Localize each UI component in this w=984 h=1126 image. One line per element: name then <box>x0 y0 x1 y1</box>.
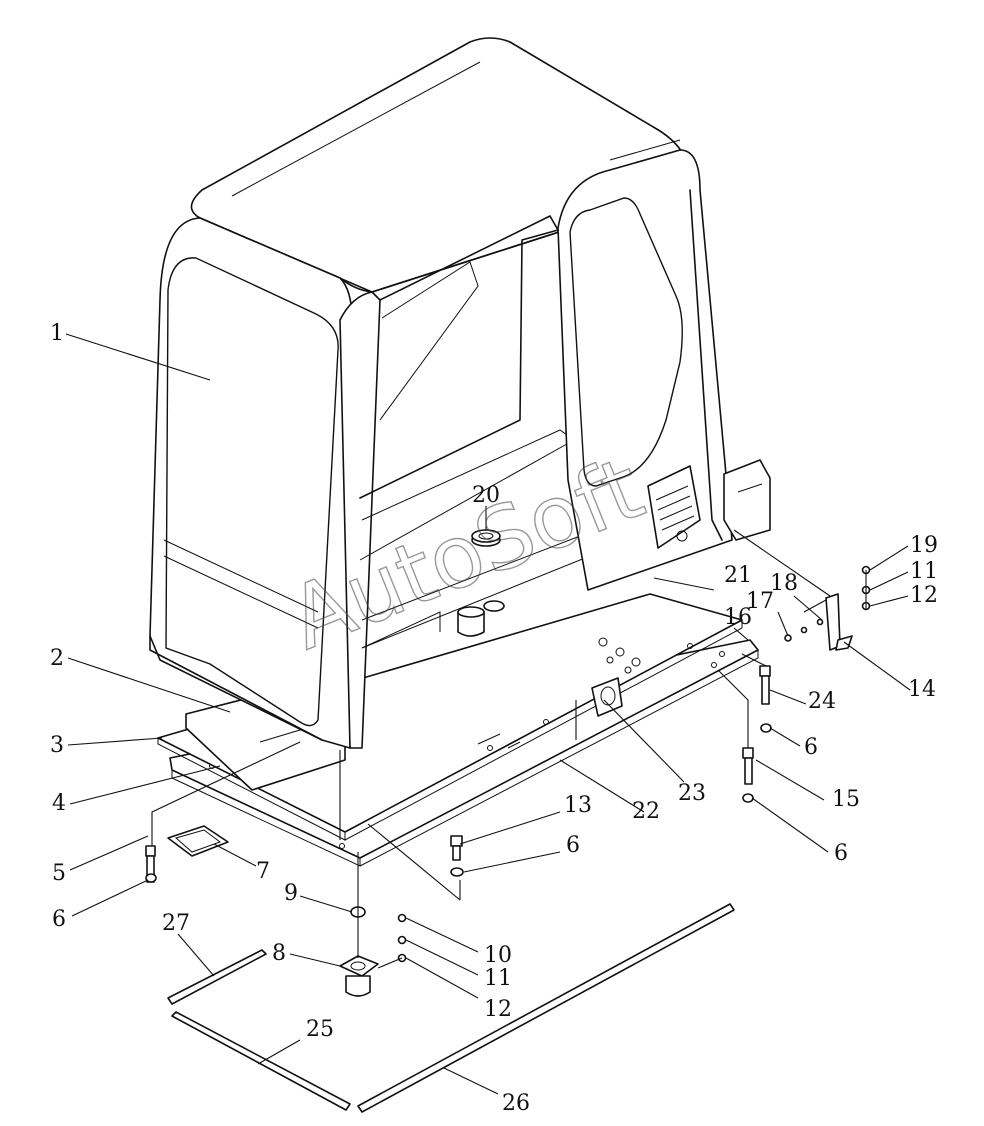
bracket-14 <box>825 593 853 651</box>
callout-labels: 1 2 3 4 5 6 7 8 9 10 11 12 13 6 22 23 15… <box>50 321 938 1116</box>
callout-21: 21 <box>724 563 752 588</box>
callout-17: 17 <box>746 589 774 614</box>
callout-24: 24 <box>808 689 836 714</box>
bracket-23 <box>591 677 623 717</box>
callout-22: 22 <box>632 799 660 824</box>
callout-1: 1 <box>50 321 64 346</box>
assembly-lines <box>151 529 867 969</box>
callout-16: 16 <box>724 605 752 630</box>
callout-15: 15 <box>832 787 860 812</box>
callout-18: 18 <box>770 571 798 596</box>
callout-11: 11 <box>484 966 512 991</box>
damper-8 <box>339 955 379 997</box>
screw-stack-10-11-12 <box>397 913 407 963</box>
callout-5: 5 <box>52 861 66 886</box>
seal-strip-27 <box>167 949 267 1005</box>
callout-6: 6 <box>52 907 66 932</box>
cover-plate-7 <box>167 825 229 857</box>
cab-body-1 <box>149 37 771 749</box>
callout-25: 25 <box>306 1017 334 1042</box>
callout-12: 12 <box>910 583 938 608</box>
callout-13: 13 <box>564 793 592 818</box>
callout-3: 3 <box>50 733 64 758</box>
leader-lines <box>65 333 911 1095</box>
callout-2: 2 <box>50 646 64 671</box>
callout-23: 23 <box>678 781 706 806</box>
callout-12: 12 <box>484 997 512 1022</box>
pins-16-17-18 <box>784 618 824 642</box>
bolt-15 <box>742 747 754 803</box>
seal-strip-26 <box>357 903 735 1113</box>
callout-8: 8 <box>272 941 286 966</box>
callout-6: 6 <box>566 833 580 858</box>
seal-strip-25 <box>171 1011 351 1111</box>
callout-9: 9 <box>284 881 298 906</box>
bolt-24 <box>759 665 772 733</box>
bolt-13 <box>450 835 464 877</box>
callout-19: 19 <box>910 533 938 558</box>
callout-6: 6 <box>834 841 848 866</box>
bolt-5 <box>145 845 157 883</box>
callout-14: 14 <box>908 677 936 702</box>
cup-holder <box>457 600 505 637</box>
callout-11: 11 <box>910 559 938 584</box>
callout-27: 27 <box>162 911 190 936</box>
callout-4: 4 <box>52 791 66 816</box>
callout-7: 7 <box>256 859 270 884</box>
callout-20: 20 <box>472 483 500 508</box>
callout-26: 26 <box>502 1091 530 1116</box>
callout-6: 6 <box>804 735 818 760</box>
callout-10: 10 <box>484 943 512 968</box>
